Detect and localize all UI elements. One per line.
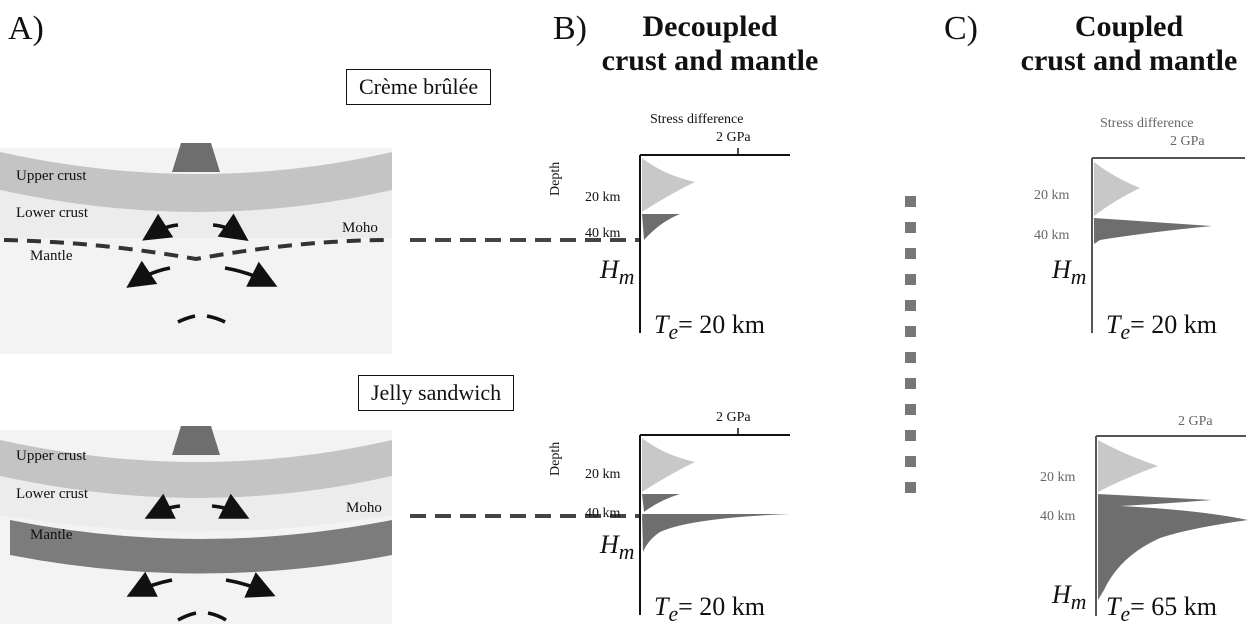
- b-top-depth-label: Depth: [548, 161, 563, 196]
- flow-arrow: [177, 611, 197, 622]
- flow-arrow: [126, 260, 171, 288]
- moho-label: Moho: [346, 500, 382, 516]
- b-top-x-tick-label: 2 GPa: [716, 130, 751, 145]
- flow-arrow: [177, 314, 196, 324]
- mantle-strength-envelope: [642, 214, 680, 240]
- flow-arrow: [206, 314, 226, 324]
- moho-label: Moho: [342, 220, 378, 236]
- crust-strength-envelope: [1098, 440, 1158, 492]
- lower-crust-label: Lower crust: [16, 486, 89, 502]
- b-bottom-y-tick-40: 40 km: [585, 506, 621, 521]
- b-bottom-depth-label: Depth: [548, 441, 563, 476]
- mantle-label: Mantle: [30, 527, 73, 543]
- mountain-load: [172, 426, 220, 455]
- c-bottom-te-label: Te= 65 km: [1106, 592, 1217, 627]
- c-bottom-hm-label: Hm: [1052, 580, 1087, 615]
- coupled-strength-envelope: [1098, 494, 1248, 600]
- lower-crust-strength-envelope: [642, 494, 680, 512]
- panel-c-heading-line2: crust and mantle: [1020, 44, 1238, 77]
- flow-arrow: [212, 213, 249, 241]
- mantle-label: Mantle: [30, 248, 73, 264]
- creme-brulee-label: Crème brûlée: [346, 69, 492, 105]
- c-top-stress-profile: [1091, 157, 1245, 333]
- flow-arrow: [211, 493, 250, 519]
- c-top-axis-title: Stress difference: [1100, 116, 1194, 131]
- c-top-te-label: Te= 20 km: [1106, 310, 1217, 345]
- mountain-load: [172, 143, 220, 172]
- b-top-hm-label: Hm: [600, 255, 635, 290]
- c-top-y-tick-20: 20 km: [1034, 188, 1070, 203]
- panel-b-letter: B): [553, 10, 587, 47]
- flow-arrow: [224, 261, 278, 287]
- moho-line: [3, 238, 393, 262]
- b-top-axis-title: Stress difference: [650, 112, 744, 127]
- b-bottom-te-label: Te= 20 km: [654, 592, 765, 627]
- mantle-strength-envelope: [1094, 218, 1212, 244]
- c-top-y-tick-40: 40 km: [1034, 228, 1070, 243]
- flow-arrow: [225, 572, 276, 598]
- crust-strength-envelope: [642, 158, 695, 212]
- mantle-strength-envelope: [642, 514, 790, 552]
- b-bottom-stress-profile: [639, 428, 790, 615]
- flow-arrow: [144, 493, 181, 519]
- flow-arrow: [142, 213, 179, 241]
- lower-crust-layer: [0, 476, 392, 532]
- mantle-layer: [10, 520, 392, 574]
- lower-crust-label: Lower crust: [16, 205, 89, 221]
- flow-arrow: [126, 571, 173, 597]
- creme-brulee-model: [0, 143, 393, 354]
- panel-b-heading-line1: Decoupled: [642, 10, 778, 43]
- flow-arrow: [207, 611, 227, 622]
- panel-b-heading: Decoupled crust and mantle: [580, 10, 840, 78]
- crust-strength-envelope: [642, 438, 695, 492]
- panel-b-heading-line2: crust and mantle: [601, 44, 819, 77]
- b-top-stress-profile: [639, 148, 790, 333]
- crust-strength-envelope: [1094, 162, 1140, 216]
- b-top-y-tick-40: 40 km: [585, 226, 621, 241]
- b-top-te-label: Te= 20 km: [654, 310, 765, 345]
- b-bottom-y-tick-20: 20 km: [585, 467, 621, 482]
- c-top-x-tick-label: 2 GPa: [1170, 134, 1205, 149]
- c-bottom-y-tick-20: 20 km: [1040, 470, 1076, 485]
- b-bottom-x-tick-label: 2 GPa: [716, 410, 751, 425]
- jelly-sandwich-model: [0, 426, 392, 624]
- b-top-y-tick-20: 20 km: [585, 190, 621, 205]
- c-bottom-x-tick-label: 2 GPa: [1178, 414, 1213, 429]
- jelly-sandwich-label: Jelly sandwich: [358, 375, 515, 411]
- c-bottom-y-tick-40: 40 km: [1040, 509, 1076, 524]
- panel-c-heading: Coupled crust and mantle: [1000, 10, 1258, 78]
- upper-crust-label: Upper crust: [16, 168, 87, 184]
- panel-c-letter: C): [944, 10, 978, 47]
- upper-crust-layer: [0, 152, 392, 212]
- c-top-hm-label: Hm: [1052, 255, 1087, 290]
- upper-crust-label: Upper crust: [16, 448, 87, 464]
- panel-c-heading-line1: Coupled: [1074, 10, 1184, 43]
- upper-crust-layer: [0, 440, 392, 498]
- c-bottom-stress-profile: [1095, 435, 1248, 616]
- panel-a-letter: A): [8, 10, 44, 47]
- b-bottom-hm-label: Hm: [600, 530, 635, 565]
- panel-separator: [905, 196, 916, 493]
- lower-crust-layer: [0, 190, 392, 238]
